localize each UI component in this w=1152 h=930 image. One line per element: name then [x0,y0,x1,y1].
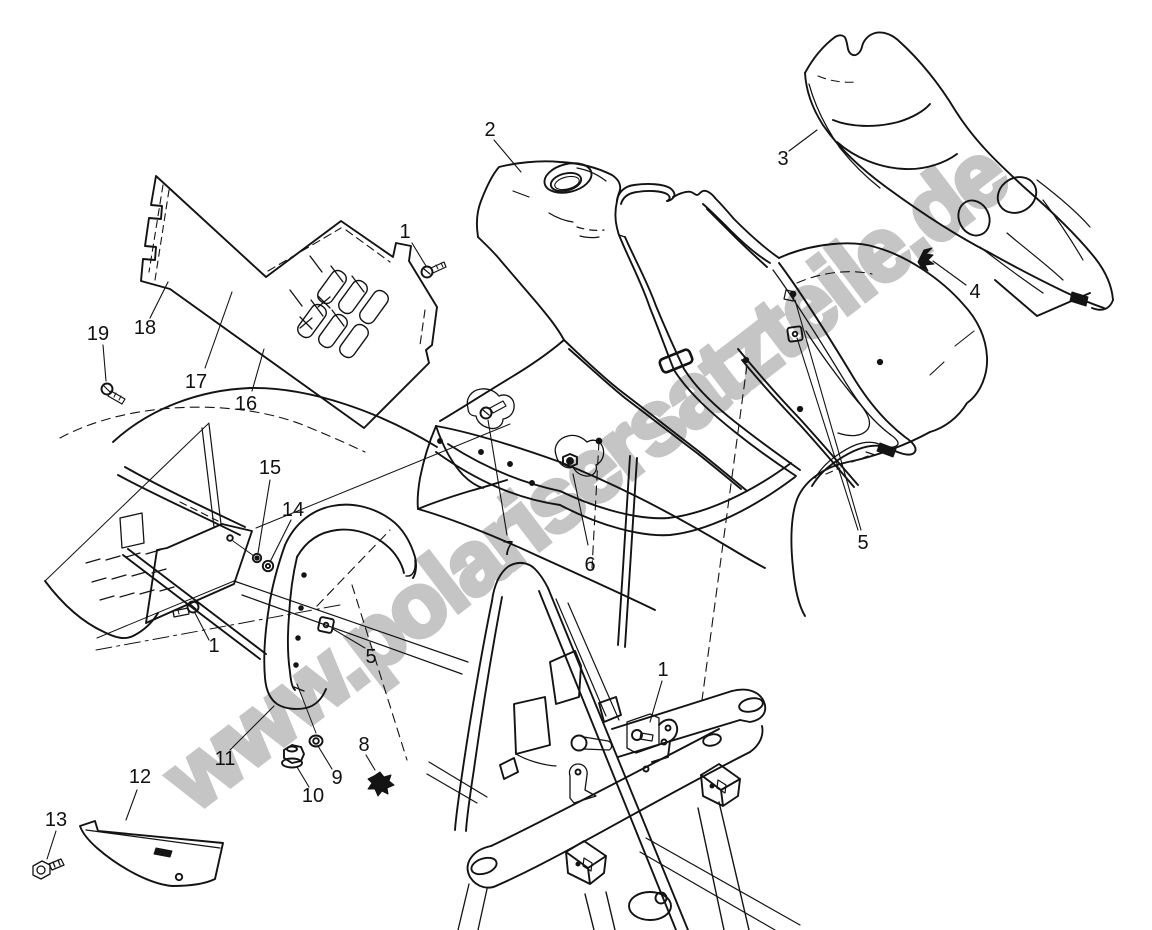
svg-text:18: 18 [134,317,156,339]
svg-text:5: 5 [857,532,868,554]
svg-text:4: 4 [969,281,980,303]
svg-text:3: 3 [777,148,788,170]
svg-text:19: 19 [87,323,109,345]
svg-text:6: 6 [584,554,595,576]
svg-text:1: 1 [208,635,219,657]
svg-text:15: 15 [259,457,281,479]
svg-text:14: 14 [282,499,304,521]
svg-text:17: 17 [185,371,207,393]
svg-text:1: 1 [657,659,668,681]
svg-text:8: 8 [358,734,369,756]
svg-text:11: 11 [215,748,236,770]
svg-text:2: 2 [484,119,495,141]
svg-text:12: 12 [129,766,151,788]
svg-text:10: 10 [302,785,324,807]
svg-text:1: 1 [399,221,410,243]
svg-text:9: 9 [331,767,342,789]
svg-text:5: 5 [365,646,376,668]
svg-text:7: 7 [502,538,513,560]
svg-text:16: 16 [235,393,257,415]
svg-text:13: 13 [45,809,67,831]
